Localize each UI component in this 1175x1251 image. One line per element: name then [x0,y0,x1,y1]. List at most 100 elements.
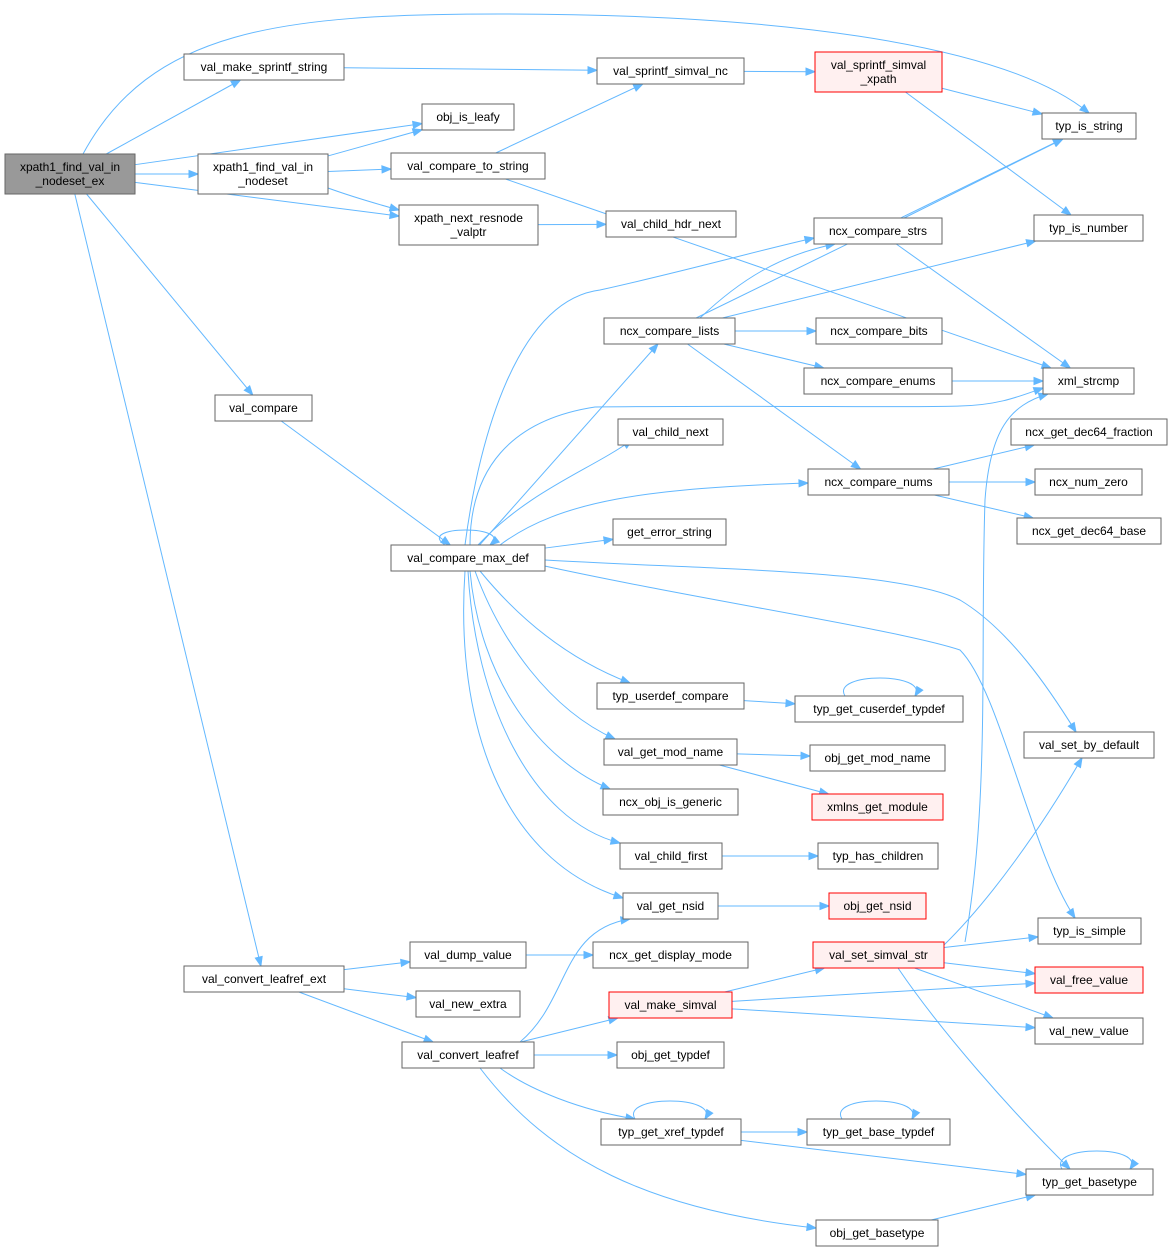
node-val_set_simval_str[interactable]: val_set_simval_str [812,941,945,969]
node-ncx_num_zero[interactable]: ncx_num_zero [1034,468,1143,496]
edge-line [943,936,1039,949]
edge-val_convert_leafref_ext-to-val_dump_value [343,958,412,971]
node-label: val_convert_leafref_ext [202,972,327,986]
edge-arrowhead [1025,1022,1037,1032]
node-label: get_error_string [627,525,712,539]
edge-xpath1_find_val_in_nodeset-to-val_compare_to_string [327,165,393,174]
edge-val_compare_max_def-to-typ_is_simple [539,564,1076,920]
node-label: val_compare_to_string [407,159,528,173]
node-ncx_compare_lists[interactable]: ncx_compare_lists [603,317,736,345]
node-xpath1_find_val_in_nodeset[interactable]: xpath1_find_val_in_nodeset [197,153,329,195]
node-val_new_value[interactable]: val_new_value [1034,1017,1144,1045]
node-val_set_by_default[interactable]: val_set_by_default [1023,731,1155,759]
edge-arrowhead [488,535,501,546]
edge-arrowhead [1060,359,1072,369]
node-typ_is_simple[interactable]: typ_is_simple [1037,917,1142,945]
node-box [803,367,953,395]
node-ncx_compare_bits[interactable]: ncx_compare_bits [815,317,943,345]
edge-val_compare_max_def-to-ncx_obj_is_generic [469,570,612,790]
node-typ_get_base_typdef[interactable]: typ_get_base_typdef [806,1118,951,1146]
node-val_make_sprintf_string[interactable]: val_make_sprintf_string [183,53,345,81]
node-obj_is_leafy[interactable]: obj_is_leafy [421,103,515,131]
edge-arrowhead [1025,239,1037,248]
node-xpath_next_resnode_valptr[interactable]: xpath_next_resnode_valptr [398,204,539,246]
edge-val_compare_max_def-to-ncx_compare_nums [499,479,810,546]
node-label: ncx_compare_enums [821,374,936,388]
node-label: ncx_compare_bits [830,324,927,338]
edge-arrowhead [808,851,820,861]
edge-typ_get_basetype-to-typ_get_basetype [1059,1150,1139,1171]
edge-val_sprintf_simval_nc-to-val_sprintf_simval_xpath [743,67,817,76]
edge-line [519,918,631,1043]
node-obj_get_basetype[interactable]: obj_get_basetype [815,1219,939,1247]
node-root[interactable]: xpath1_find_val_in_nodeset_ex [4,153,136,195]
node-label: ncx_compare_lists [620,324,719,338]
edge-arrowhead [1078,103,1091,114]
node-typ_get_xref_typdef[interactable]: typ_get_xref_typdef [600,1118,742,1146]
node-val_make_simval[interactable]: val_make_simval [608,991,733,1019]
node-val_free_value[interactable]: val_free_value [1034,966,1144,994]
node-ncx_get_display_mode[interactable]: ncx_get_display_mode [592,941,749,969]
node-val_get_mod_name[interactable]: val_get_mod_name [603,738,738,766]
node-val_child_next[interactable]: val_child_next [617,418,724,446]
node-val_convert_leafref_ext[interactable]: val_convert_leafref_ext [183,965,345,993]
node-val_child_first[interactable]: val_child_first [619,842,723,870]
edge-line [724,967,825,993]
node-label: typ_get_base_typdef [823,1125,935,1139]
node-xml_strcmp[interactable]: xml_strcmp [1042,367,1135,395]
edge-line [842,677,918,697]
node-box [815,1219,939,1247]
node-box [1023,731,1155,759]
node-obj_get_typdef[interactable]: obj_get_typdef [616,1041,725,1069]
edge-arrowhead [632,83,645,92]
node-ncx_compare_nums[interactable]: ncx_compare_nums [807,468,950,496]
node-typ_get_cuserdef_typdef[interactable]: typ_get_cuserdef_typdef [794,695,964,723]
node-label: _nodeset [237,174,288,188]
node-get_error_string[interactable]: get_error_string [612,518,727,546]
node-val_compare_to_string[interactable]: val_compare_to_string [390,152,546,180]
node-ncx_get_dec64_fraction[interactable]: ncx_get_dec64_fraction [1010,418,1168,446]
node-box [811,793,944,821]
node-box [817,842,939,870]
edge-val_dump_value-to-ncx_get_display_mode [526,950,595,960]
node-ncx_compare_strs[interactable]: ncx_compare_strs [813,217,943,245]
node-val_dump_value[interactable]: val_dump_value [409,941,527,969]
node-obj_get_mod_name[interactable]: obj_get_mod_name [809,744,946,772]
node-val_sprintf_simval_nc[interactable]: val_sprintf_simval_nc [596,57,745,85]
node-box [616,1041,725,1069]
node-label: _xpath [859,72,896,86]
node-obj_get_nsid[interactable]: obj_get_nsid [828,892,927,920]
edge-root-to-xpath1_find_val_in_nodeset [135,169,200,179]
node-label: obj_get_basetype [830,1226,925,1240]
node-val_get_nsid[interactable]: val_get_nsid [622,892,719,920]
node-xmlns_get_module[interactable]: xmlns_get_module [811,793,944,821]
node-val_child_hdr_next[interactable]: val_child_hdr_next [605,210,737,238]
node-ncx_obj_is_generic[interactable]: ncx_obj_is_generic [602,788,739,816]
edge-val_compare_to_string-to-xml_strcmp [505,178,1053,369]
node-box [214,394,313,422]
edge-arrowhead [381,165,393,174]
node-typ_userdef_compare[interactable]: typ_userdef_compare [596,682,745,710]
edge-arrowhead [422,1034,435,1043]
edge-arrowhead [389,210,401,220]
edge-line [895,243,1071,369]
node-typ_is_number[interactable]: typ_is_number [1033,214,1144,242]
node-box [794,695,964,723]
node-val_sprintf_simval_xpath[interactable]: val_sprintf_simval_xpath [814,51,943,93]
node-typ_get_basetype[interactable]: typ_get_basetype [1025,1168,1154,1196]
node-val_compare_max_def[interactable]: val_compare_max_def [390,544,546,572]
node-label: xpath1_find_val_in [20,160,120,174]
node-ncx_compare_enums[interactable]: ncx_compare_enums [803,367,953,395]
node-val_compare[interactable]: val_compare [214,394,313,422]
node-ncx_get_dec64_base[interactable]: ncx_get_dec64_base [1016,517,1162,545]
edge-arrowhead [607,1050,619,1060]
node-typ_is_string[interactable]: typ_is_string [1041,112,1137,140]
edge-ncx_compare_lists-to-ncx_compare_bits [735,326,818,336]
node-val_new_extra[interactable]: val_new_extra [415,990,521,1018]
edge-val_compare_max_def-to-val_child_next [477,439,634,546]
edge-arrowhead [604,731,617,740]
node-typ_has_children[interactable]: typ_has_children [817,842,939,870]
edge-line [469,570,611,790]
node-val_convert_leafref[interactable]: val_convert_leafref [401,1041,535,1069]
edge-arrowhead [406,992,418,1001]
